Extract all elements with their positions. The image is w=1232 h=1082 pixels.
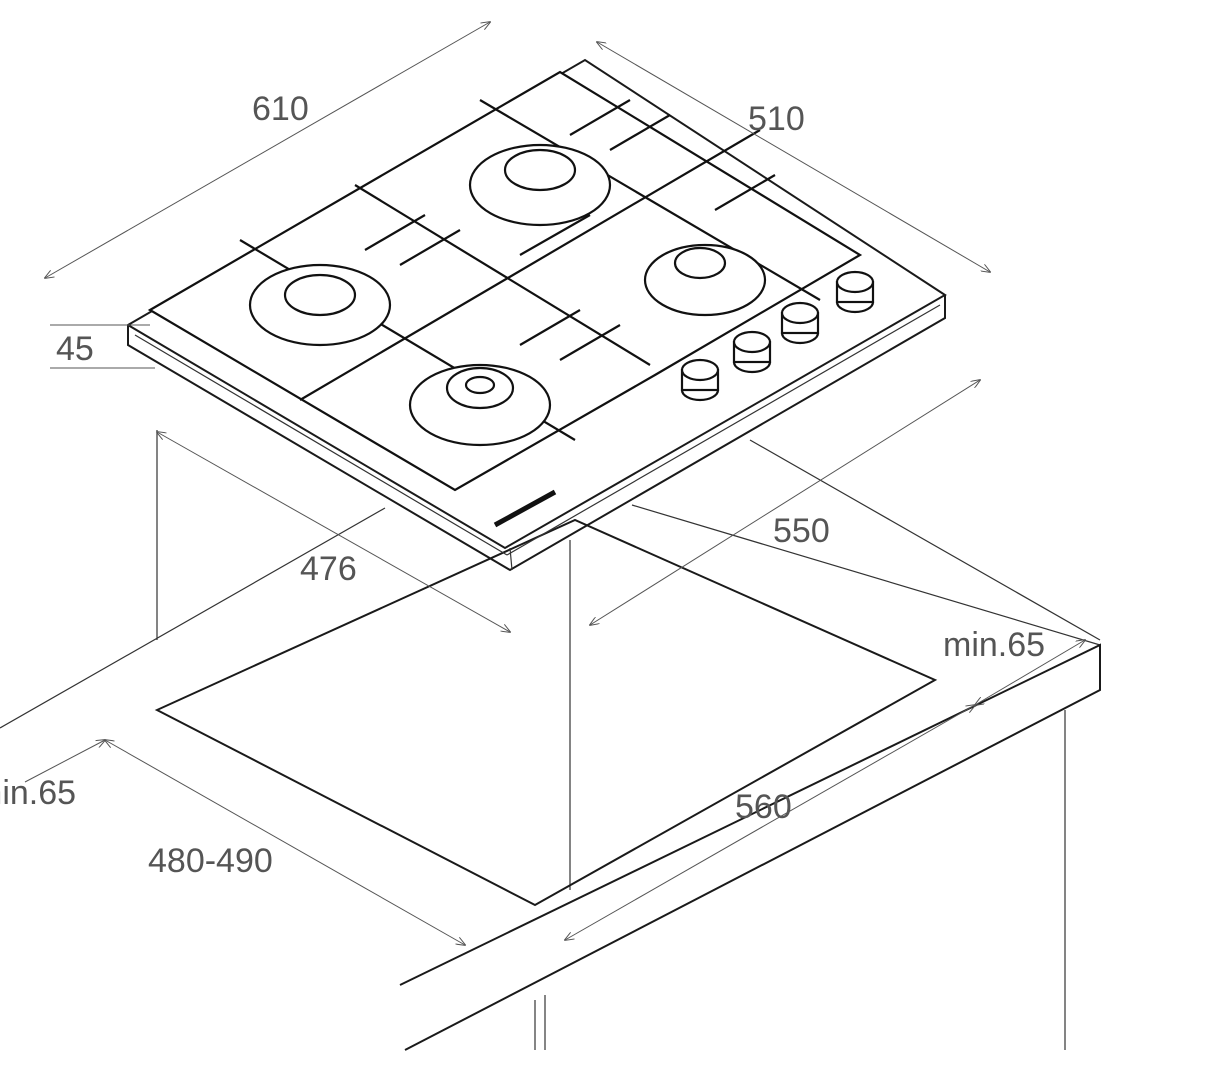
- brand-logo: [493, 489, 557, 528]
- dim-height-label: 45: [56, 330, 94, 368]
- control-knobs: [680, 270, 875, 402]
- dim-560-label: 560: [735, 788, 792, 826]
- cutout-opening: [154, 518, 938, 907]
- dim-width-label: 610: [252, 90, 309, 128]
- dim-476-label: 476: [300, 550, 357, 588]
- knob-1: [680, 358, 720, 402]
- knob-3: [780, 301, 820, 345]
- knob-2: [732, 330, 772, 374]
- dim-min65-right-label: min.65: [943, 626, 1045, 664]
- dim-depth-label: 510: [748, 100, 805, 138]
- dim-480-490-label: 480-490: [148, 842, 273, 880]
- dim-550-label: 550: [773, 512, 830, 550]
- dimension-lines: [24, 22, 1085, 945]
- dim-min65-front-label: min.65: [0, 774, 76, 812]
- knob-4: [835, 270, 875, 314]
